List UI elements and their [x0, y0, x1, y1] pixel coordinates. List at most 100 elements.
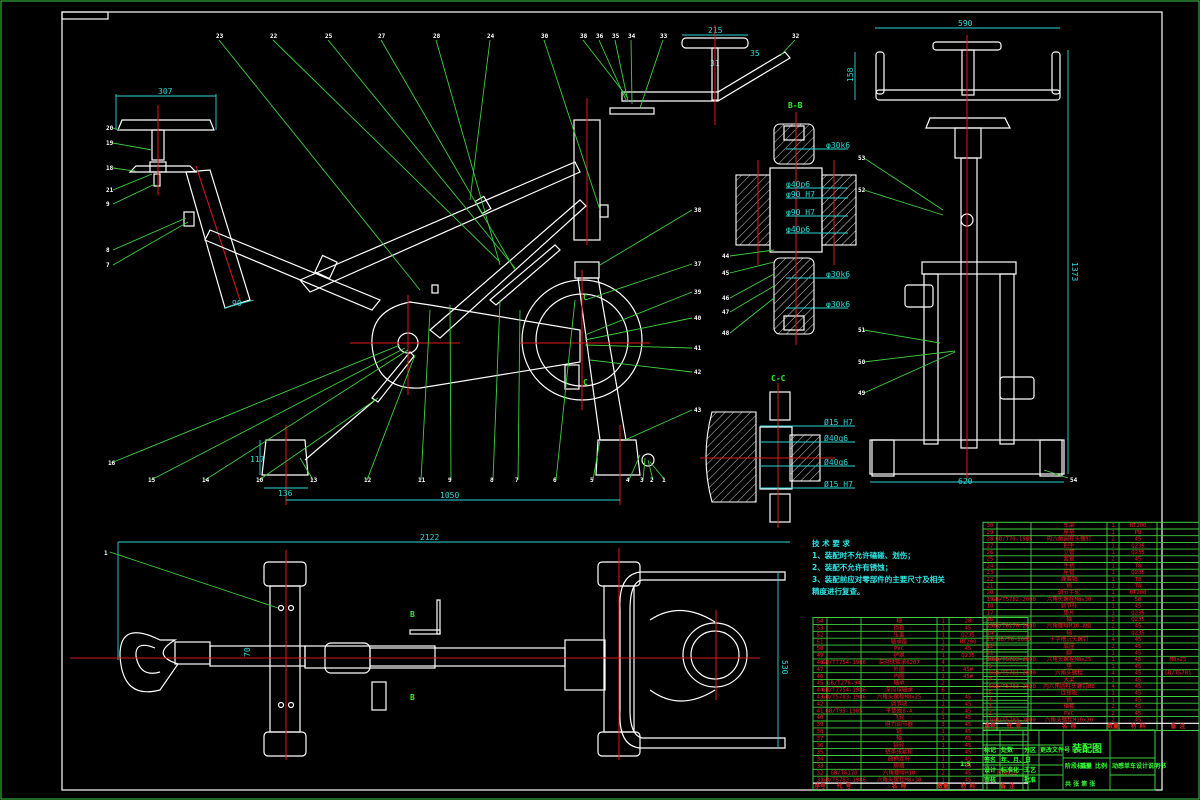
- bom-cell-no: 50: [817, 646, 824, 652]
- bom-cell-material: 45: [1135, 604, 1142, 610]
- bom-cell-no: 43: [817, 695, 824, 701]
- balloon: 2: [650, 477, 654, 484]
- balloon: 46: [722, 295, 730, 302]
- bom-cell-material: T8: [1135, 577, 1142, 583]
- bom-cell-no: 30: [987, 523, 994, 529]
- bom-cell-no: 26: [987, 550, 994, 556]
- bom-cell-name: 六角螺母M10: [883, 768, 915, 776]
- title-block-label: 批准: [1024, 776, 1036, 784]
- balloon: 5: [590, 477, 594, 484]
- bom-cell-note: M8x25: [1170, 657, 1187, 663]
- bom-cell-material: 50: [1135, 597, 1142, 603]
- bom-cell-material: Q235: [1131, 570, 1144, 576]
- bom-cell-material: 45: [965, 695, 972, 701]
- bom-cell-no: 2: [988, 711, 991, 717]
- dim-fit: Ø40g6: [824, 457, 848, 467]
- bom-cell-code: GB/T5783-1986: [822, 695, 866, 701]
- balloon: 21: [106, 187, 114, 194]
- seat-balloons: 20 19 18 21 9 8 7: [106, 125, 189, 269]
- bom-cell-material: 45: [1135, 624, 1142, 630]
- bom-cell-material: 45#: [963, 674, 974, 680]
- bom-cell-note: M10x25: [997, 770, 1017, 776]
- bom-cell-name: 脚: [1066, 649, 1072, 657]
- dim-seat-width: 307: [158, 87, 173, 96]
- bom-cell-name: 把手: [1063, 541, 1075, 549]
- tech-req-item: 1、装配时不允许磕碰、划伤；: [812, 550, 915, 561]
- title-block: 装配图动感单车设计说明书1:5标记处数分区更改文件号签名年、月、日设计审核工艺批…: [960, 729, 1166, 791]
- bom-cell-name: 内六角圆柱头螺钉: [1047, 535, 1092, 543]
- bom-cell-material: 45: [965, 743, 972, 749]
- bom-cell-material: 45: [1135, 664, 1142, 670]
- bom-cell-code: GB/T5783-1986: [822, 777, 866, 783]
- bom-cell-no: 37: [817, 736, 824, 742]
- bom-cell-material: 45: [1135, 637, 1142, 643]
- bom-cell-no: 3: [988, 704, 991, 710]
- bom-cell-no: 17: [987, 610, 994, 616]
- balloon: 8: [490, 477, 494, 484]
- bom-cell-name: 车架: [1063, 521, 1075, 529]
- bom-cell-no: 35: [817, 750, 824, 756]
- bom-cell-qty: 1: [941, 729, 944, 735]
- dim-fit: φ90 H7: [786, 190, 815, 199]
- bom-cell-material: Q235: [961, 653, 974, 659]
- seat-detail-view: 307 90 20 19 18 21 9 8 7: [106, 87, 255, 309]
- bom-cell-qty: 1: [941, 639, 944, 645]
- bom-cell-qty: 1: [941, 701, 944, 707]
- drawing-title: 装配图: [1071, 742, 1102, 755]
- bom-cell-no: 12: [987, 644, 994, 650]
- bom-cell-name: 链条张紧轮: [885, 748, 913, 756]
- bom-cell-name: 六角头螺栓: [1055, 669, 1083, 677]
- bom-cell-code: GB/T95-1985: [825, 708, 862, 714]
- bom-cell-name: 平垫圈8-A: [886, 706, 914, 714]
- bom-cell-name: 调节手轮: [1058, 588, 1081, 596]
- bom-cell-name: 挡板: [893, 624, 905, 632]
- bom-cell-code: GB/T6-2000: [997, 637, 1031, 643]
- bom-cell-no: 44: [817, 688, 824, 694]
- bom-header-note: 备 注: [999, 782, 1015, 790]
- bom-cell-no: 11: [987, 651, 994, 657]
- bom-cell-material: 20: [965, 619, 972, 625]
- balloon: 1: [662, 477, 666, 484]
- bom-cell-name: 轴: [896, 734, 902, 742]
- balloon: 10: [256, 477, 264, 484]
- bom-header-material: 材 料: [1131, 722, 1146, 730]
- balloon: 12: [364, 477, 372, 484]
- bom-cell-name: 外圈: [893, 665, 905, 673]
- bom-cell-qty: 1: [1111, 550, 1114, 556]
- balloon: 3: [640, 477, 644, 484]
- bom-cell-material: 45: [1135, 644, 1142, 650]
- tech-req-title: 技 术 要 求: [812, 538, 850, 548]
- bom-cell-material: T8: [1135, 584, 1142, 590]
- bom-cell-code: GB/T7754-1986: [822, 688, 866, 694]
- bom-cell-name: 曲柄连杆: [888, 755, 911, 763]
- bom-cell-material: 45: [965, 701, 972, 707]
- bom-header-code: 代 号: [1006, 722, 1022, 730]
- bom-cell-name: 轴承座: [891, 637, 908, 645]
- bom-header-note: 备 注: [1170, 722, 1186, 730]
- title-block-label: 共 张 第 张: [1065, 780, 1096, 788]
- bom-cell-qty: 1: [941, 626, 944, 632]
- balloon: 45: [722, 270, 730, 277]
- bom-cell-name: 内圈: [893, 672, 905, 680]
- bom-cell-qty: 1: [941, 750, 944, 756]
- bom-cell-qty: 6: [941, 688, 944, 694]
- bom-header-name: 名 称: [1062, 722, 1077, 730]
- bom-cell-no: 4: [988, 697, 992, 703]
- title-block-label: 审核: [984, 776, 996, 784]
- bom-cell-material: 45: [1135, 557, 1142, 563]
- bom-cell-qty: 1: [1111, 597, 1114, 603]
- dim-fit: Ø15 H7: [824, 417, 853, 427]
- title-block-label: 分区: [1024, 746, 1036, 754]
- bom-cell-name: 六角头螺栓M10x30: [1045, 716, 1093, 724]
- bom-cell-qty: 1: [941, 653, 944, 659]
